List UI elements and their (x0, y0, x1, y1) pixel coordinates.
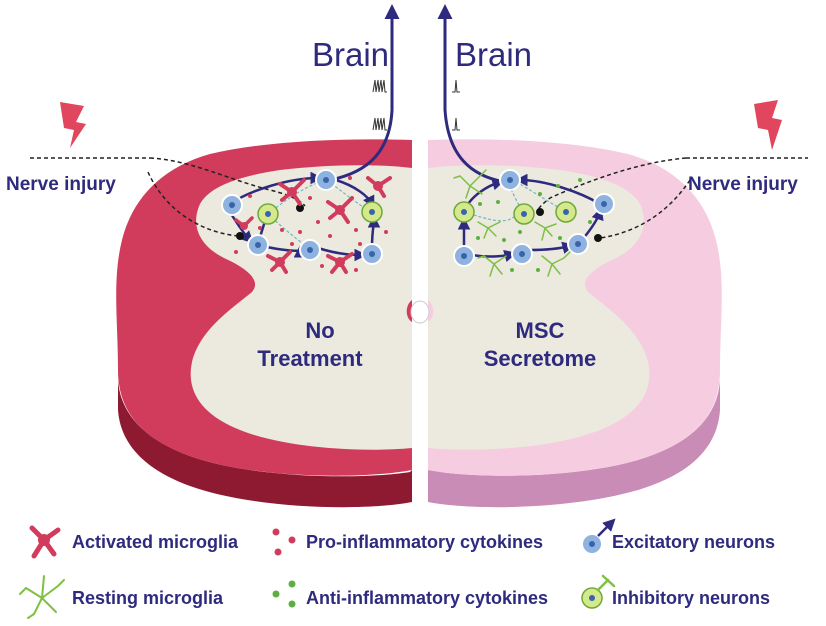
lightning-left-icon (60, 102, 86, 148)
right-resting-microglia (453, 169, 571, 277)
activated-microglia-cell (234, 216, 254, 230)
legend-label-activated-microglia: Activated microglia (72, 532, 239, 552)
right-excitatory-neurons (453, 169, 615, 267)
excitatory-neuron-icon (581, 518, 616, 555)
anti-cytokine-icon (272, 580, 296, 608)
legend-label-excitatory: Excitatory neurons (612, 532, 775, 552)
inhibitory-neuron (555, 201, 577, 223)
resting-microglia-cell (477, 221, 501, 239)
inhibitory-neuron (257, 203, 279, 225)
activated-microglia-cell (266, 250, 292, 274)
treatment-label-left-line2: Treatment (257, 346, 363, 371)
resting-microglia-cell (541, 251, 571, 277)
inhibitory-neuron (361, 201, 383, 223)
inhibitory-neuron-icon (581, 574, 616, 609)
right-inhibitory-neurons (453, 201, 577, 225)
right-anti-cytokines (476, 178, 592, 272)
left-ascending-pathway (329, 4, 400, 182)
excitatory-neuron (593, 193, 615, 215)
activated-microglia-cell (326, 252, 354, 274)
legend-activated-microglia: Activated microglia (29, 525, 239, 559)
legend: Activated microglia Pro-inflammatory cyt… (19, 518, 775, 619)
left-injury-path-upper (149, 157, 306, 207)
resting-microglia-cell (534, 221, 557, 241)
activated-microglia-cell (366, 176, 392, 198)
left-injury-path-lower (147, 171, 239, 237)
right-spike-train-low (452, 79, 460, 131)
excitatory-neuron (567, 233, 589, 255)
left-cord-half (116, 139, 412, 508)
excitatory-neuron (453, 245, 475, 267)
legend-excitatory: Excitatory neurons (581, 518, 775, 555)
excitatory-neuron (315, 169, 337, 191)
right-gray-matter (428, 165, 650, 450)
nerve-injury-label-left: Nerve injury (6, 174, 116, 195)
pro-cytokine-icon (272, 528, 296, 556)
excitatory-neuron (221, 194, 243, 216)
resting-microglia-icon (19, 575, 65, 619)
inhibitory-neuron (513, 203, 535, 225)
excitatory-neuron (499, 169, 521, 191)
central-canal (410, 300, 430, 324)
legend-label-resting-microglia: Resting microglia (72, 588, 224, 608)
legend-inhibitory: Inhibitory neurons (581, 574, 770, 609)
legend-pro-inflammatory: Pro-inflammatory cytokines (272, 528, 543, 556)
left-activated-microglia (234, 176, 392, 274)
resting-microglia-cell (453, 169, 487, 199)
left-inhibitory-neurons (257, 201, 383, 225)
legend-anti-inflammatory: Anti-inflammatory cytokines (272, 580, 548, 608)
right-cord-half (428, 139, 722, 508)
treatment-label-left-line1: No (305, 318, 334, 343)
treatment-label-right-line1: MSC (516, 318, 565, 343)
nerve-injury-label-right: Nerve injury (688, 174, 798, 195)
excitatory-neuron (247, 234, 269, 256)
right-afferent-terminals (536, 208, 602, 242)
activated-microglia-icon (29, 525, 61, 559)
left-pro-cytokines (234, 176, 388, 272)
legend-label-anti-inflammatory: Anti-inflammatory cytokines (306, 588, 548, 608)
left-spike-train-high (372, 79, 387, 131)
legend-resting-microglia: Resting microglia (19, 575, 224, 619)
activated-microglia-cell (326, 196, 354, 224)
brain-label-right: Brain (455, 36, 532, 73)
lightning-right-icon (754, 100, 782, 150)
treatment-label-right-line2: Secretome (484, 346, 597, 371)
left-excitatory-neurons (221, 169, 383, 265)
brain-label-left: Brain (312, 36, 389, 73)
excitatory-neuron (299, 239, 321, 261)
left-afferent-terminals (236, 204, 304, 240)
activated-microglia-cell (278, 178, 306, 206)
right-injury-path-upper (537, 157, 687, 211)
legend-label-pro-inflammatory: Pro-inflammatory cytokines (306, 532, 543, 552)
inhibitory-neuron (453, 201, 475, 223)
excitatory-neuron (511, 243, 533, 265)
excitatory-neuron (361, 243, 383, 265)
legend-label-inhibitory: Inhibitory neurons (612, 588, 770, 608)
resting-microglia-cell (477, 255, 507, 277)
